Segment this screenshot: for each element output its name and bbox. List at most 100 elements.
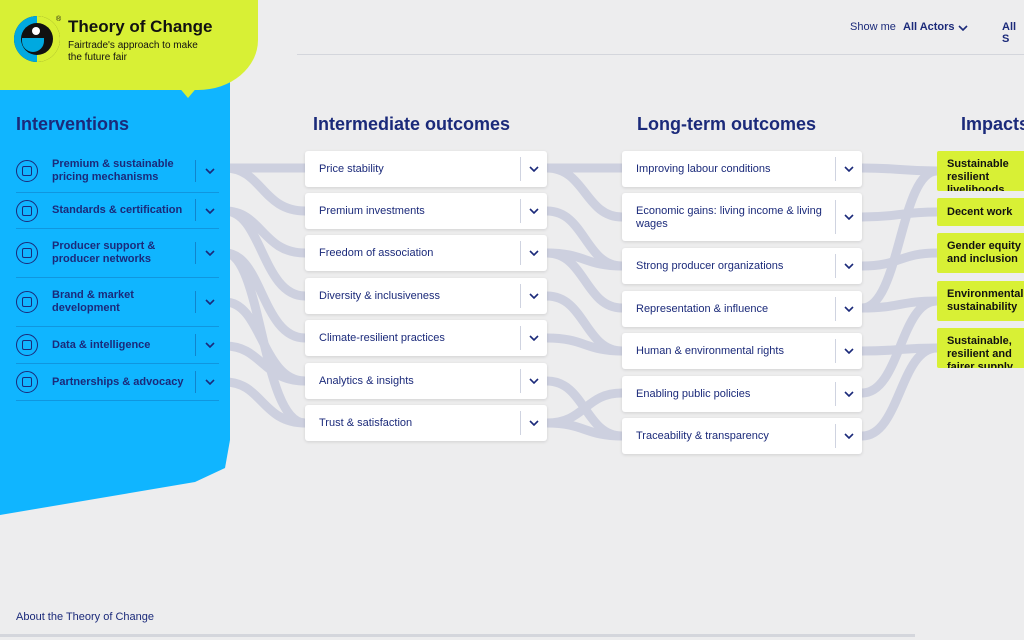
chevron-down-icon[interactable]	[529, 335, 539, 341]
intervention-item[interactable]: Premium & sustainable pricing mechanisms	[16, 150, 219, 193]
outcome-card[interactable]: Premium investments	[305, 193, 547, 229]
outcome-label: Enabling public policies	[636, 388, 751, 400]
chevron-down-icon[interactable]	[529, 293, 539, 299]
intervention-item[interactable]: Data & intelligence	[16, 327, 219, 364]
brand-header[interactable]: ® Theory of Change Fairtrade's approach …	[0, 0, 258, 90]
outcome-label: Improving labour conditions	[636, 163, 771, 175]
outcome-label: Economic gains: living income & living w…	[636, 205, 822, 230]
outcome-card[interactable]: Analytics & insights	[305, 363, 547, 399]
flow-line	[220, 163, 310, 216]
intervention-label: Producer support & producer networks	[52, 240, 156, 265]
growth-chart-icon	[16, 291, 38, 313]
chevron-down-icon[interactable]	[844, 433, 854, 439]
chevron-down-icon[interactable]	[205, 342, 215, 348]
outcome-card[interactable]: Strong producer organizations	[622, 248, 862, 284]
impact-card[interactable]: Environmental sustainability	[937, 281, 1024, 321]
chevron-down-icon[interactable]	[205, 250, 215, 256]
app-title: Theory of Change	[68, 17, 213, 36]
flow-line	[220, 341, 310, 386]
outcome-card[interactable]: Economic gains: living income & living w…	[622, 193, 862, 241]
chevron-down-icon[interactable]	[844, 263, 854, 269]
impact-card[interactable]: Gender equity and inclusion	[937, 233, 1024, 273]
chevron-down-icon[interactable]	[205, 208, 215, 214]
document-data-icon	[16, 334, 38, 356]
network-icon	[16, 242, 38, 264]
intermediate-outcomes-heading: Intermediate outcomes	[313, 114, 511, 134]
registered-mark: ®	[56, 16, 62, 23]
impact-card[interactable]: Decent work	[937, 198, 1024, 226]
intervention-item[interactable]: Partnerships & advocacy	[16, 364, 219, 401]
outcome-card[interactable]: Improving labour conditions	[622, 151, 862, 187]
chevron-down-icon[interactable]	[529, 166, 539, 172]
outcome-label: Strong producer organizations	[636, 260, 784, 272]
intervention-label: Brand & market development	[52, 289, 134, 314]
chevron-down-icon[interactable]	[844, 348, 854, 354]
flow-line	[857, 248, 942, 271]
flow-line	[542, 388, 627, 428]
outcome-label: Representation & influence	[636, 303, 769, 315]
chevron-down-icon[interactable]	[958, 25, 968, 31]
about-theory-link[interactable]: About the Theory of Change	[16, 611, 155, 623]
outcome-card[interactable]: Climate-resilient practices	[305, 320, 547, 356]
flow-line	[542, 163, 627, 222]
second-filter-select[interactable]: All S	[1002, 21, 1017, 45]
outcome-card[interactable]: Traceability & transparency	[622, 418, 862, 454]
flow-line	[857, 296, 942, 398]
outcome-label: Freedom of association	[319, 247, 434, 259]
chevron-down-icon[interactable]	[844, 306, 854, 312]
flow-line	[542, 333, 627, 356]
outcome-label: Traceability & transparency	[636, 430, 769, 442]
brand-arrow-stem	[178, 66, 198, 76]
chevron-down-icon[interactable]	[205, 168, 215, 174]
longterm-outcomes-heading: Long-term outcomes	[637, 114, 817, 134]
outcome-card[interactable]: Enabling public policies	[622, 376, 862, 412]
intervention-label: Premium & sustainable pricing mechanisms	[52, 158, 174, 183]
flow-line	[220, 248, 310, 428]
chevron-down-icon[interactable]	[529, 378, 539, 384]
interventions-heading: Interventions	[16, 114, 130, 134]
outcome-card[interactable]: Price stability	[305, 151, 547, 187]
intervention-label: Data & intelligence	[52, 338, 151, 351]
certificate-icon	[16, 199, 38, 222]
outcome-card[interactable]: Trust & satisfaction	[305, 405, 547, 441]
intervention-label: Partnerships & advocacy	[52, 375, 184, 388]
flow-line	[220, 206, 310, 301]
intervention-label: Standards & certification	[52, 204, 183, 216]
impacts-heading: Impacts	[961, 114, 1024, 134]
horizontal-scrollbar[interactable]	[0, 634, 915, 637]
flow-line	[857, 207, 942, 222]
outcome-card[interactable]: Freedom of association	[305, 235, 547, 271]
impact-card[interactable]: Sustainable, resilient and fairer supply…	[937, 328, 1024, 368]
header-divider	[297, 54, 1024, 55]
money-icon	[16, 160, 38, 182]
outcome-label: Human & environmental rights	[636, 345, 784, 357]
outcome-label: Diversity & inclusiveness	[319, 290, 441, 302]
app-subtitle: Fairtrade's approach to make the future …	[68, 40, 198, 63]
chevron-down-icon[interactable]	[844, 391, 854, 397]
outcome-card[interactable]: Human & environmental rights	[622, 333, 862, 369]
outcome-card[interactable]: Diversity & inclusiveness	[305, 278, 547, 314]
chevron-down-icon[interactable]	[529, 208, 539, 214]
flow-line	[857, 343, 942, 441]
fairtrade-logo	[14, 16, 60, 62]
actor-filter-select[interactable]: All Actors	[903, 21, 955, 33]
flow-line	[542, 248, 627, 313]
outcome-label: Climate-resilient practices	[319, 332, 445, 344]
outcome-card[interactable]: Representation & influence	[622, 291, 862, 327]
chevron-down-icon[interactable]	[205, 379, 215, 385]
handshake-icon	[16, 371, 38, 393]
chevron-down-icon[interactable]	[844, 166, 854, 172]
outcome-label: Price stability	[319, 163, 384, 175]
flow-line	[857, 166, 942, 313]
chevron-down-icon[interactable]	[844, 214, 854, 220]
intervention-item[interactable]: Standards & certification	[16, 193, 219, 229]
impact-card[interactable]: Sustainable resilient livelihoods	[937, 151, 1024, 191]
intervention-item[interactable]: Brand & market development	[16, 278, 219, 327]
chevron-down-icon[interactable]	[205, 299, 215, 305]
show-me-label: Show me	[850, 21, 896, 33]
chevron-down-icon[interactable]	[529, 420, 539, 426]
down-arrow-icon	[166, 72, 210, 98]
chevron-down-icon[interactable]	[529, 250, 539, 256]
intervention-item[interactable]: Producer support & producer networks	[16, 229, 219, 278]
